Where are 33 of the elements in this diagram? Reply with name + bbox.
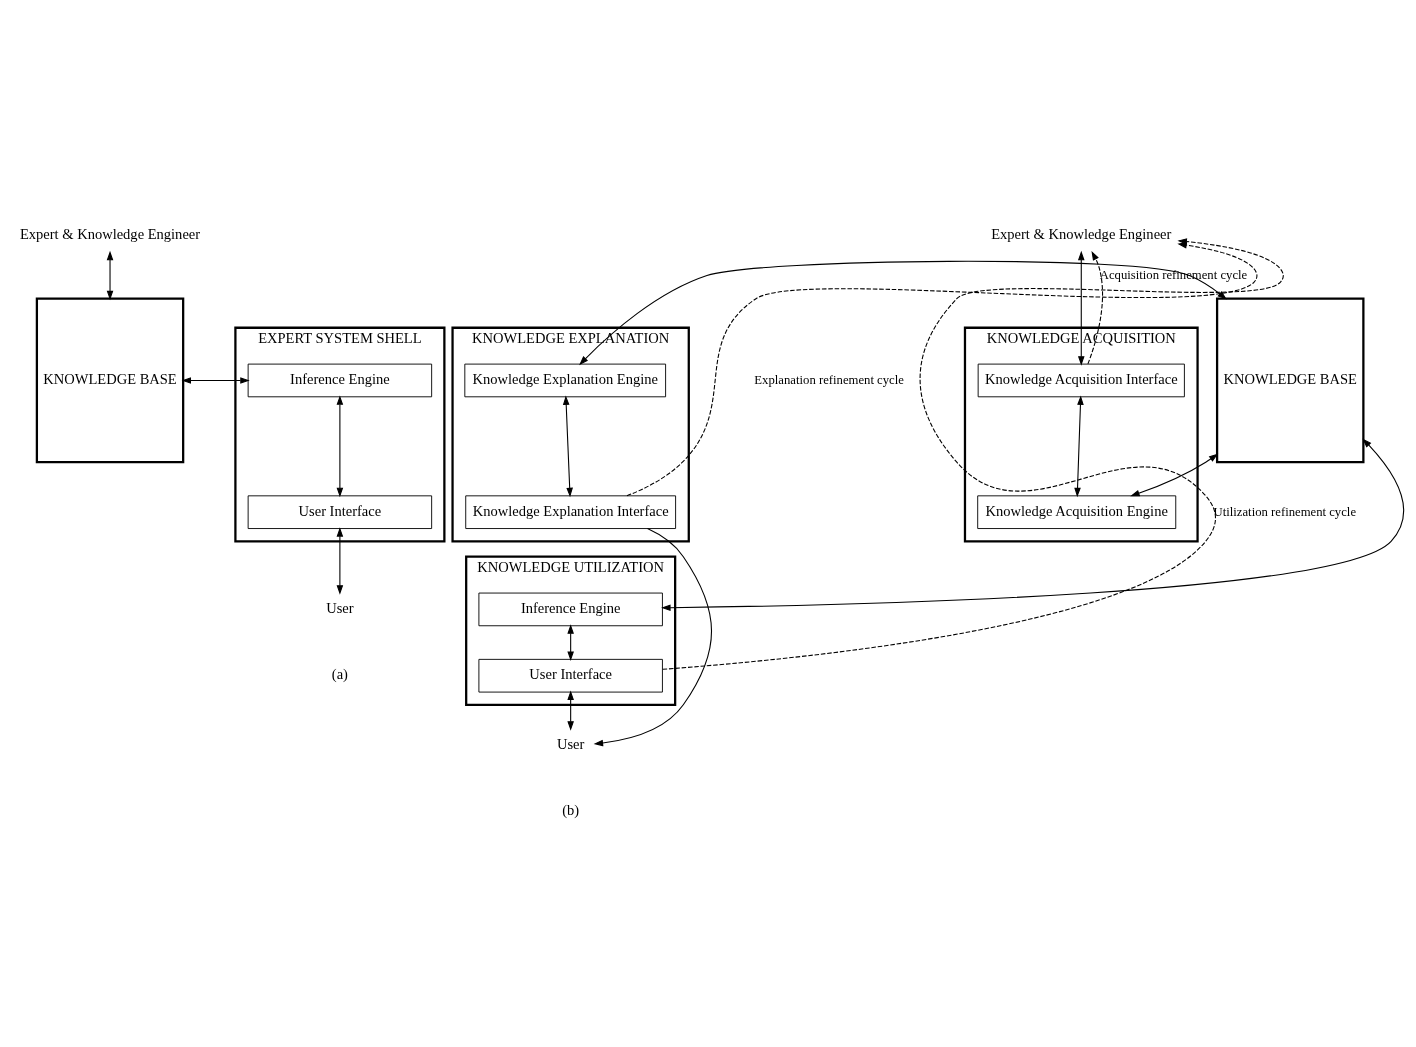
node-box: Inference Engine — [247, 363, 433, 397]
arrow — [336, 526, 344, 595]
node-box: Knowledge Acquisition Interface — [977, 363, 1185, 397]
arrow — [1077, 250, 1085, 366]
arrow — [106, 250, 114, 300]
node-box: User Interface — [478, 658, 663, 693]
node-text: User — [326, 599, 354, 616]
arrow — [1130, 453, 1219, 496]
edge-label: Utilization refinement cycle — [1213, 504, 1357, 519]
arrow — [562, 394, 573, 497]
node-box: Knowledge Acquisition Engine — [977, 494, 1177, 529]
arrow — [181, 376, 250, 384]
label: (a) — [331, 665, 348, 682]
edge-label: Explanation refinement cycle — [754, 372, 904, 387]
arrow — [1074, 394, 1084, 497]
arrow — [579, 260, 1227, 365]
node-box: Knowledge Explanation Interface — [465, 494, 677, 529]
node-box: User Interface — [247, 494, 433, 529]
arrow — [567, 623, 574, 661]
node-text: Expert & Knowledge Engineer — [19, 225, 201, 242]
arrow — [567, 689, 574, 731]
node-text: User — [556, 735, 585, 752]
node-text: Expert & Knowledge Engineer — [991, 225, 1172, 242]
node-box: Knowledge Explanation Engine — [464, 363, 667, 397]
arrow — [1087, 250, 1104, 364]
node-box: KNOWLEDGE BASE — [1215, 297, 1365, 463]
node-box: KNOWLEDGE BASE — [35, 297, 185, 463]
label: (b) — [562, 801, 580, 818]
node-box: Inference Engine — [478, 592, 663, 626]
arrow — [626, 241, 1258, 496]
arrow — [662, 237, 1284, 670]
arrow — [336, 394, 344, 497]
arrow — [661, 437, 1404, 611]
